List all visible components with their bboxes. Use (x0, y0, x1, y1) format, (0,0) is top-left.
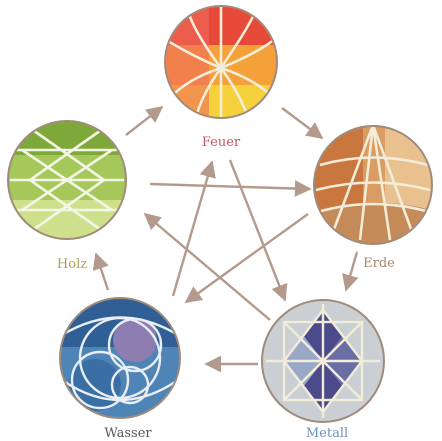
arrow-wasser-to-feuer (173, 162, 212, 296)
metall-label: Metall (306, 426, 348, 441)
wasser-disc: Wasser (59, 297, 181, 441)
arrow-feuer-to-erde (282, 108, 322, 138)
arrow-wasser-to-holz (96, 254, 108, 290)
arrow-feuer-to-metall (230, 160, 285, 300)
arrow-erde-to-metall (346, 252, 357, 290)
metall-disc: Metall (261, 299, 385, 441)
wasser-label: Wasser (104, 426, 152, 441)
erde-label: Erde (363, 256, 395, 271)
arrow-holz-to-erde (150, 184, 310, 189)
holz-disc: Holz (7, 120, 127, 272)
arrow-holz-to-feuer (126, 107, 162, 135)
feuer-label: Feuer (202, 135, 241, 150)
feuer-disc: Feuer (164, 5, 278, 150)
holz-label: Holz (57, 257, 87, 272)
arrow-metall-to-holz (145, 214, 270, 320)
erde-disc: Erde (313, 125, 433, 271)
arrow-erde-to-wasser (186, 214, 308, 302)
control-arrows (145, 160, 310, 320)
